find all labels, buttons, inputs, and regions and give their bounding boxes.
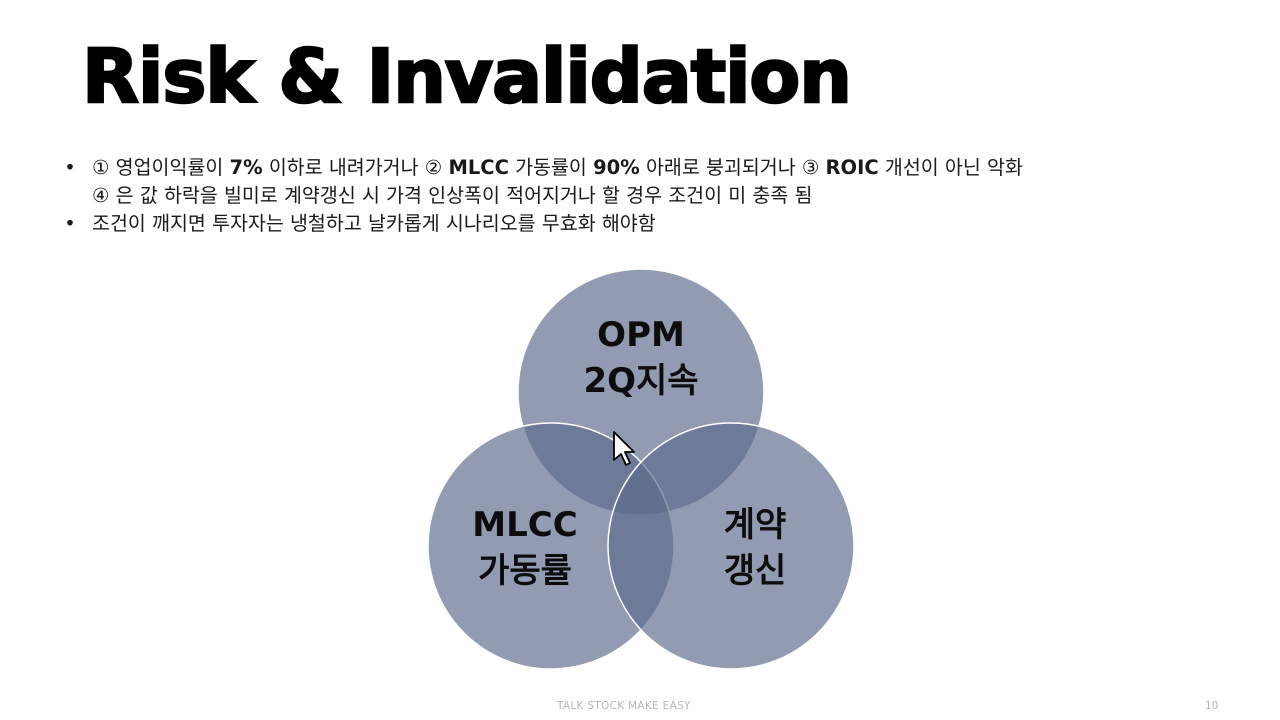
text-run: 아래로 붕괴되거나 ③	[639, 156, 826, 179]
bullet-item-conditions: • ① 영업이익률이 7% 이하로 내려가거나 ② MLCC 가동률이 90% …	[60, 154, 1240, 210]
text-run-bold: MLCC	[448, 156, 509, 179]
bullet-line-2: ④ 은 값 하락을 빌미로 계약갱신 시 가격 인상폭이 적어지거나 할 경우 …	[92, 184, 813, 207]
bullet-list: • ① 영업이익률이 7% 이하로 내려가거나 ② MLCC 가동률이 90% …	[60, 154, 1240, 238]
bullet-line-1: ① 영업이익률이 7% 이하로 내려가거나 ② MLCC 가동률이 90% 아래…	[92, 154, 1240, 182]
text-run: ① 영업이익률이	[92, 156, 230, 179]
venn-label-left: MLCC 가동률	[472, 505, 578, 591]
text-run: 개선이 아닌 악화	[878, 156, 1023, 179]
text-run: 가동률이	[508, 156, 594, 179]
text-run-bold: 7%	[229, 156, 263, 179]
text-run: 이하로 내려가거나 ②	[262, 156, 449, 179]
text-run-bold: ROIC	[825, 156, 879, 179]
venn-label-right: 계약 갱신	[723, 505, 787, 591]
bullet-line: 조건이 깨지면 투자자는 냉철하고 날카롭게 시나리오를 무효화 해야함	[92, 212, 656, 235]
footer-brand: TALK STOCK MAKE EASY	[557, 700, 691, 712]
slide-title: Risk & Invalidation	[81, 34, 853, 120]
bullet-marker: •	[64, 156, 76, 179]
mouse-pointer-icon	[613, 431, 635, 466]
bullet-marker: •	[64, 212, 76, 235]
text-run-bold: 90%	[593, 156, 640, 179]
page-number: 10	[1205, 700, 1219, 712]
bullet-item-invalidate: • 조건이 깨지면 투자자는 냉철하고 날카롭게 시나리오를 무효화 해야함	[60, 210, 1240, 238]
venn-label-top: OPM 2Q지속	[583, 315, 699, 401]
